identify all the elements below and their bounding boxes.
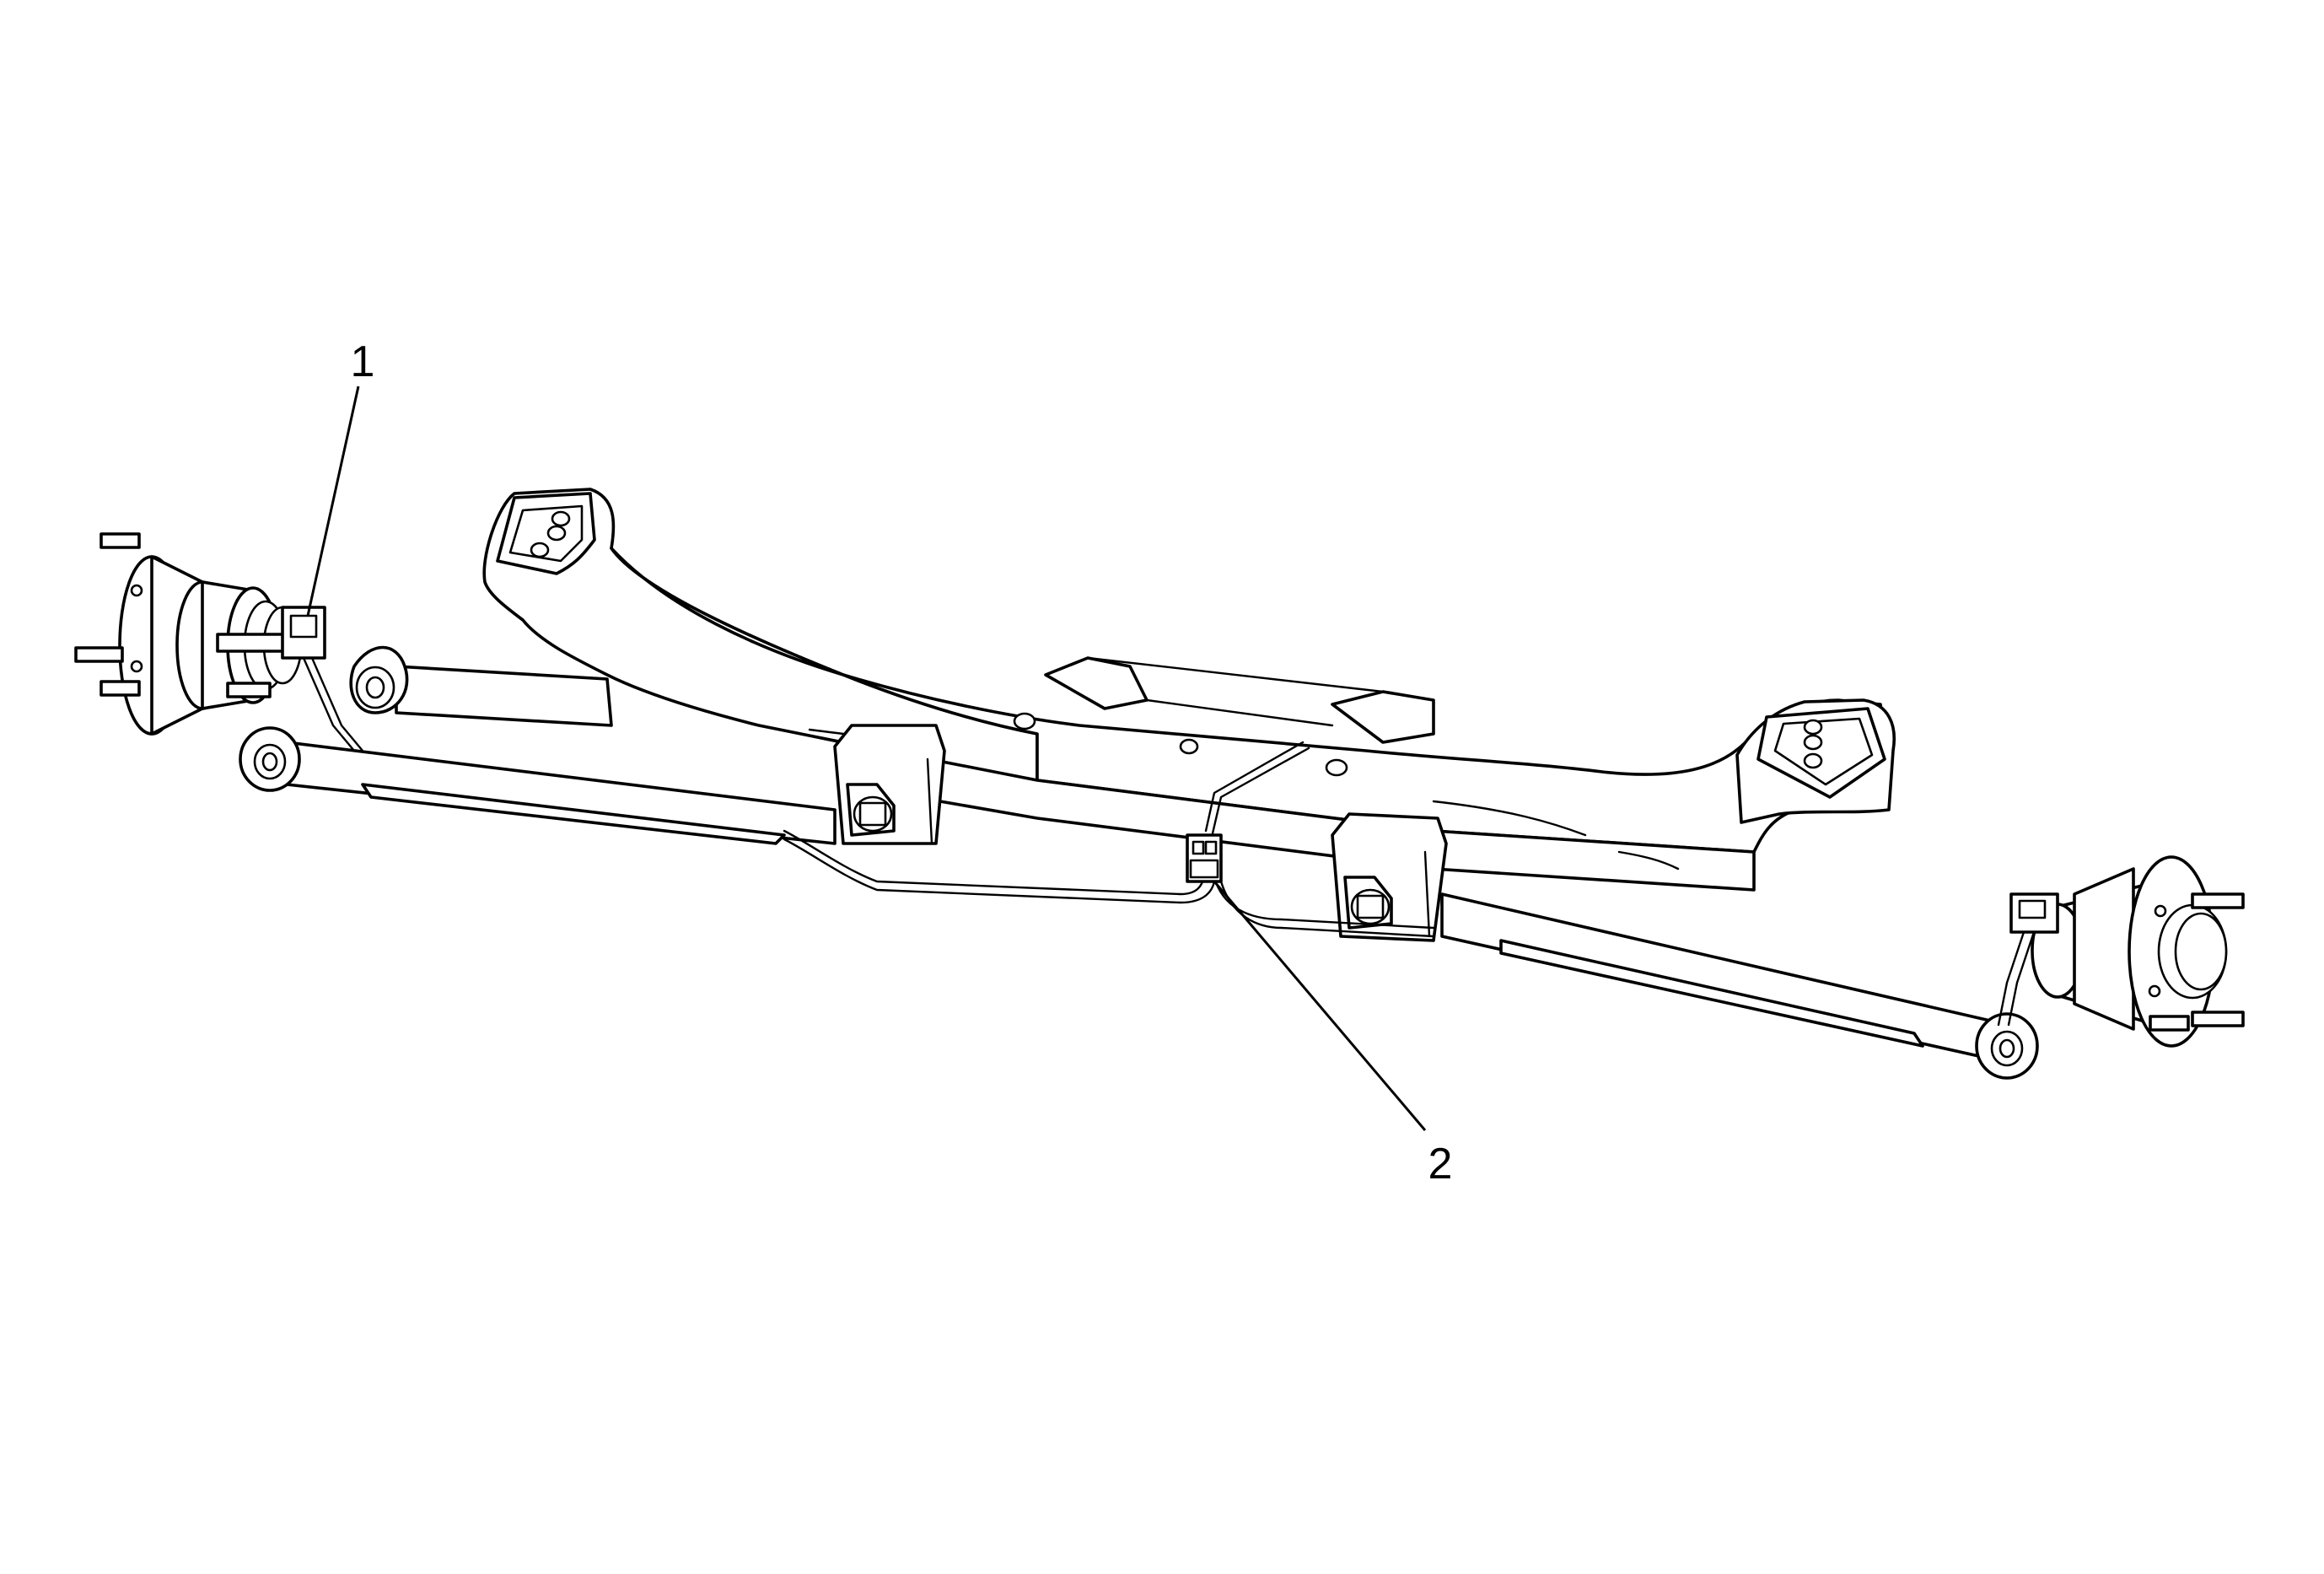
right-center-bracket bbox=[1331, 812, 1448, 942]
harness-connector bbox=[1186, 833, 1223, 883]
right-mount-pad bbox=[1756, 707, 1886, 799]
callout-2-label: 2 bbox=[1428, 1140, 1453, 1189]
callout-2: 2 bbox=[1213, 881, 1453, 1189]
beam-top-details bbox=[808, 656, 1680, 871]
right-wheel-speed-sensor bbox=[1997, 892, 2059, 1027]
callout-1-label: 1 bbox=[351, 337, 375, 386]
left-wheel-speed-sensor bbox=[216, 606, 364, 752]
wiring-harness bbox=[783, 741, 1435, 938]
lower-trailing-bar bbox=[239, 726, 2039, 1080]
callout-2-leader bbox=[1213, 881, 1427, 1131]
left-upper-trailing-arm bbox=[349, 645, 613, 727]
left-mount-pad bbox=[496, 492, 596, 575]
callout-1: 1 bbox=[306, 337, 375, 617]
right-wheel-hub bbox=[2031, 855, 2245, 1048]
left-center-bracket bbox=[833, 724, 946, 845]
callout-1-leader bbox=[306, 385, 360, 617]
